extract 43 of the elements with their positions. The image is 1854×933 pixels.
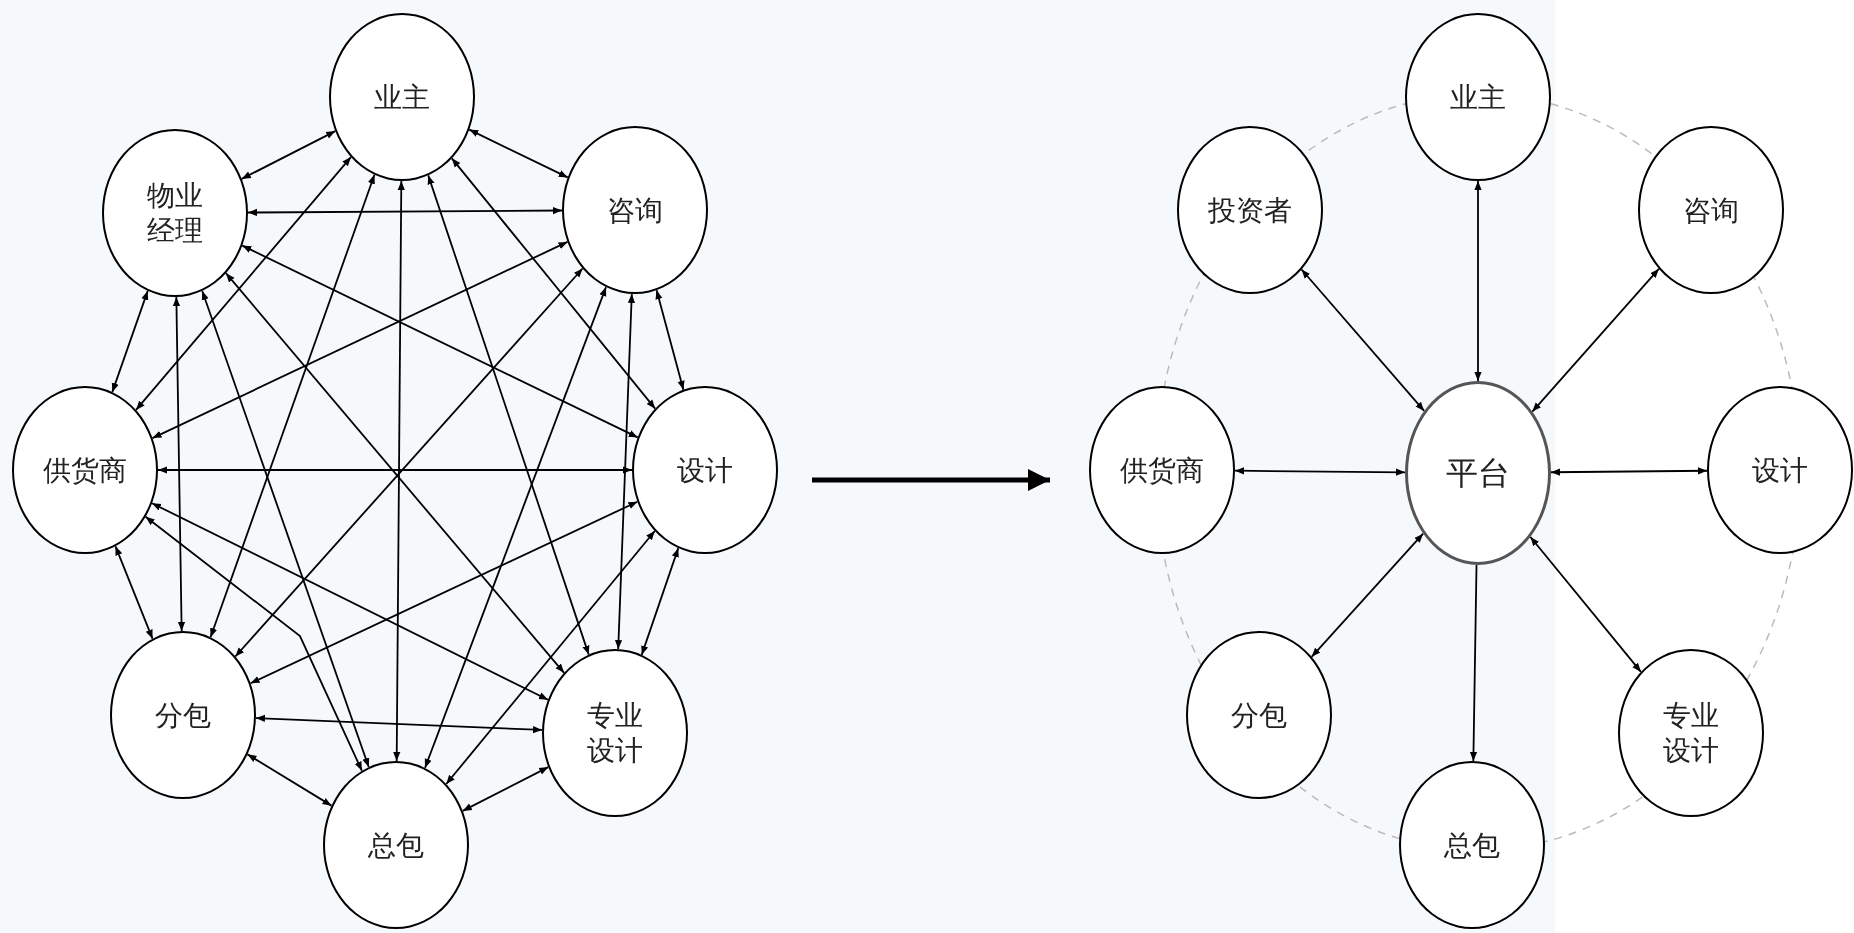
- arrow: [1550, 467, 1708, 476]
- arrow: [114, 545, 154, 640]
- node-label: 咨询: [1682, 192, 1740, 228]
- arrow: [111, 290, 149, 393]
- node-label: 咨询: [606, 192, 664, 228]
- arrow: [1234, 467, 1406, 476]
- arrow: [247, 206, 563, 217]
- arrow: [135, 156, 352, 411]
- arrow: [144, 515, 363, 772]
- node-label: 业主: [1449, 79, 1507, 115]
- node-label: 设计: [676, 452, 734, 488]
- arrow: [427, 174, 590, 656]
- node-label: 业主: [373, 79, 431, 115]
- arrow: [1529, 536, 1642, 673]
- arrow: [424, 286, 607, 769]
- node-label: 平台: [1445, 453, 1511, 493]
- arrow: [172, 296, 186, 632]
- arrow: [614, 293, 636, 650]
- node-label: 分包: [1230, 697, 1288, 733]
- node-label: 供货商: [1119, 452, 1205, 488]
- arrow: [157, 466, 633, 474]
- node-label: 专业设计: [1662, 698, 1720, 768]
- node-label: 投资者: [1207, 192, 1293, 228]
- node-label: 供货商: [42, 452, 128, 488]
- arrow: [1310, 532, 1424, 658]
- node-label: 专业设计: [586, 698, 644, 768]
- arrow: [1300, 268, 1426, 412]
- arrow: [640, 547, 680, 656]
- arrow: [255, 714, 543, 734]
- node-label: 总包: [367, 827, 425, 863]
- arrow: [201, 290, 370, 768]
- arrow: [1469, 564, 1478, 762]
- node-label: 总包: [1443, 827, 1501, 863]
- arrow: [450, 157, 657, 410]
- arrow: [1474, 180, 1482, 382]
- arrow: [655, 289, 685, 391]
- arrow: [1531, 267, 1660, 413]
- arrow: [393, 180, 405, 762]
- node-label: 物业经理: [146, 178, 204, 248]
- node-label: 设计: [1751, 452, 1809, 488]
- arrow: [445, 530, 656, 785]
- node-label: 分包: [154, 697, 212, 733]
- arrow: [209, 173, 376, 639]
